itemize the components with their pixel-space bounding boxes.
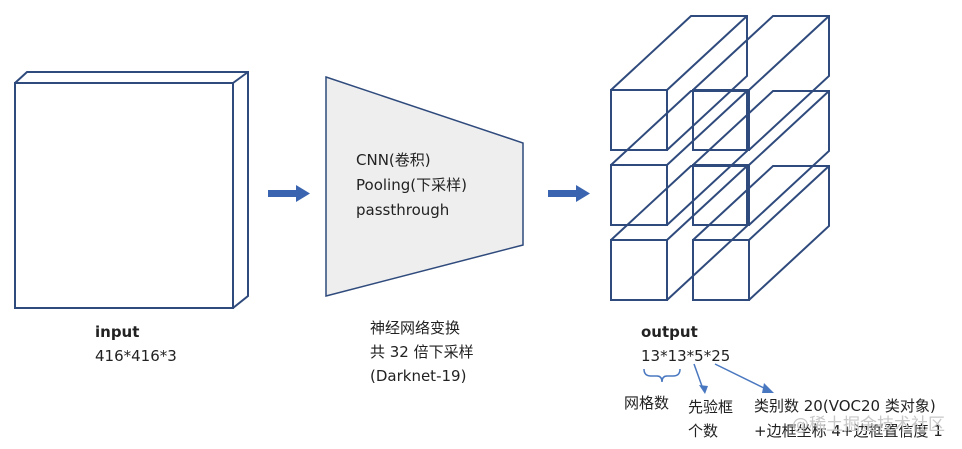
- output-dims: 13*13*5*25: [641, 347, 731, 365]
- cnn-line-2: Pooling(下采样): [356, 176, 467, 194]
- grid-count-label: 网格数: [624, 394, 670, 412]
- class-arrow-head: [762, 383, 774, 393]
- class-arrow: [714, 363, 769, 391]
- cnn-trapezoid: [325, 75, 524, 297]
- output-box-edge: [666, 90, 748, 166]
- output-box-edge: [748, 165, 830, 241]
- cnn-line-1: CNN(卷积): [356, 151, 431, 169]
- output-box-edge: [666, 165, 748, 241]
- arrow-cnn-to-output: [548, 185, 590, 202]
- output-box-edge: [748, 90, 830, 166]
- class-label-1: 类别数 20(VOC20 类对象): [754, 397, 936, 415]
- output-box: [610, 15, 748, 151]
- output-tensor: [610, 15, 830, 301]
- arrow-input-to-cnn: [268, 185, 310, 202]
- output-box-depth: [692, 15, 830, 151]
- output-box: [692, 165, 830, 301]
- output-box-front: [610, 164, 668, 226]
- output-title: output: [641, 323, 698, 341]
- input-title: input: [95, 323, 140, 341]
- cnn-caption-2: 共 32 倍下采样: [370, 343, 474, 361]
- output-annotations: [643, 363, 774, 394]
- prior-count-label-2: 个数: [688, 422, 719, 440]
- prior-count-label-1: 先验框: [688, 398, 734, 416]
- prior-arrow-head: [699, 385, 708, 394]
- class-label-2: +边框坐标 4+边框置信度 1: [754, 422, 943, 440]
- output-box: [692, 90, 830, 226]
- output-box: [610, 90, 748, 226]
- output-box-depth: [610, 15, 748, 151]
- prior-arrow: [693, 363, 704, 390]
- grid-brace: [643, 368, 681, 383]
- output-box-edge: [666, 15, 748, 91]
- cnn-line-3: passthrough: [356, 201, 450, 219]
- output-box-front: [610, 239, 668, 301]
- input-volume: [14, 71, 249, 309]
- cnn-caption-3: (Darknet-19): [370, 367, 467, 385]
- output-box: [692, 15, 830, 151]
- output-box-edge: [748, 15, 830, 91]
- cnn-caption-1: 神经网络变换: [370, 319, 461, 337]
- input-dims: 416*416*3: [95, 347, 177, 365]
- output-box: [610, 165, 748, 301]
- watermark: @稀土掘金技术社区: [792, 415, 945, 435]
- output-box-front: [692, 239, 750, 301]
- output-box-front: [610, 89, 668, 151]
